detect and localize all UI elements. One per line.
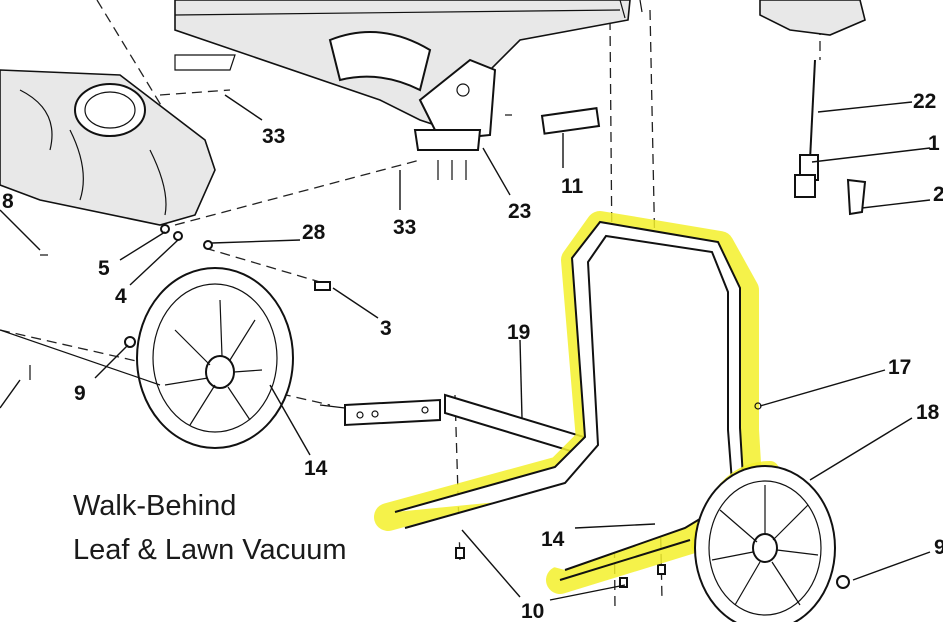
upper-housing — [174, 0, 643, 151]
callout-33-top: 33 — [262, 125, 285, 148]
callout-8: 8 — [2, 190, 14, 213]
callout-14-right: 14 — [541, 528, 565, 551]
left-wheel — [136, 267, 294, 449]
callout-2: 2 — [933, 183, 943, 206]
height-adjust-linkage — [759, 0, 867, 216]
callout-labels: 33 33 23 11 22 1 2 8 5 4 28 3 19 17 18 9… — [2, 90, 943, 622]
callout-23: 23 — [508, 200, 531, 223]
callout-9-right: 9 — [934, 536, 943, 559]
callout-1: 1 — [928, 132, 940, 155]
callout-14-left: 14 — [304, 457, 328, 480]
caption-line-1: Walk-Behind — [73, 490, 237, 522]
callout-10: 10 — [521, 600, 544, 622]
callout-9-left: 9 — [74, 382, 86, 405]
callout-5: 5 — [98, 257, 110, 280]
left-axle-rod — [0, 329, 161, 386]
leader-lines — [0, 94, 931, 601]
callout-17: 17 — [888, 356, 911, 379]
discharge-tube — [0, 54, 236, 226]
callout-4: 4 — [115, 285, 127, 308]
callout-19: 19 — [507, 321, 530, 344]
right-wheel — [691, 461, 836, 622]
callout-33-mid: 33 — [393, 216, 416, 239]
callout-18: 18 — [916, 401, 940, 424]
caption-line-2: Leaf & Lawn Vacuum — [73, 534, 347, 566]
callout-22: 22 — [913, 90, 936, 113]
callout-11: 11 — [561, 175, 584, 198]
callout-3: 3 — [380, 317, 392, 340]
callout-28: 28 — [302, 221, 326, 244]
